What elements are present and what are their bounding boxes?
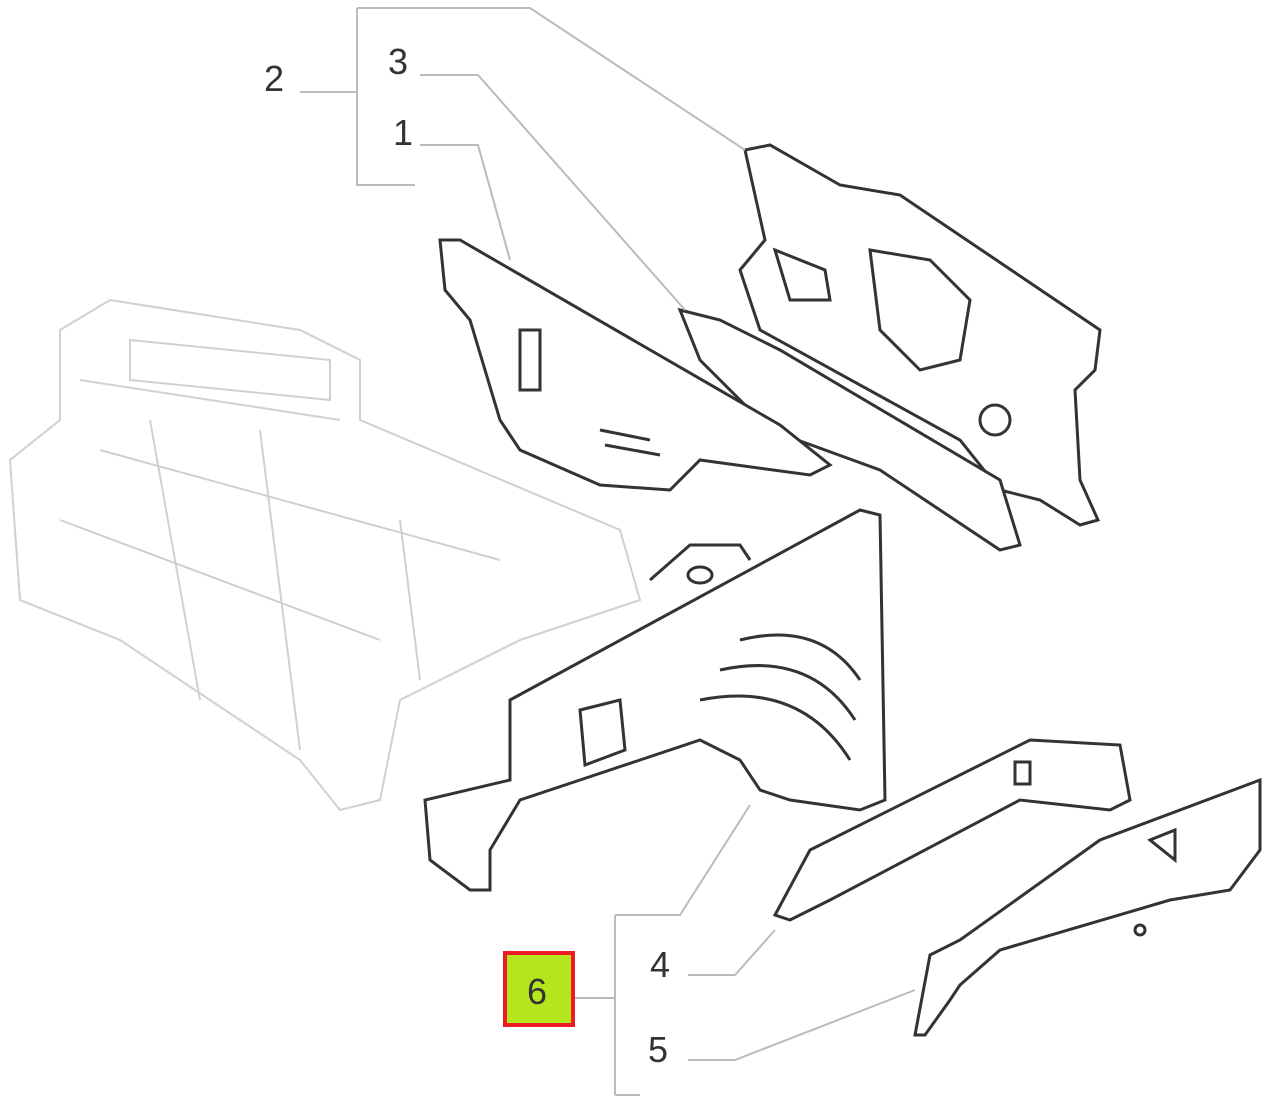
callout-label-6: 6 xyxy=(527,971,548,1012)
callout-label-4: 4 xyxy=(650,944,671,985)
part-2-bulkhead xyxy=(738,143,1102,527)
callout-label-5: 5 xyxy=(648,1029,669,1070)
part-3-crossmember xyxy=(677,307,1022,552)
part-5-rail xyxy=(913,777,1262,1037)
part-4-rail xyxy=(772,738,1132,922)
part-6-wheelhouse xyxy=(423,508,887,892)
callout-label-2: 2 xyxy=(264,58,285,99)
part-1-panel xyxy=(438,238,833,492)
callout-label-3: 3 xyxy=(388,41,409,82)
highlighted-callout-6[interactable]: 6 xyxy=(503,951,575,1027)
leader-lines xyxy=(300,7,916,1096)
ghost-chassis xyxy=(8,298,642,812)
callout-label-1: 1 xyxy=(393,112,414,153)
